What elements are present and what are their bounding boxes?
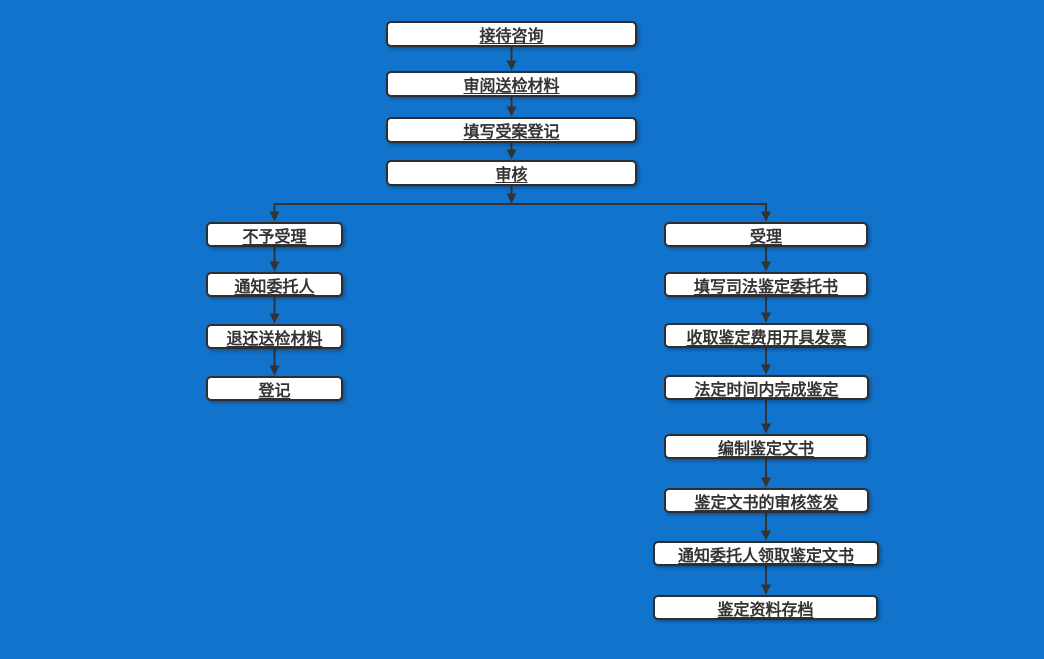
node-accept: 受理	[664, 222, 868, 247]
node-reception-consult: 接待咨询	[386, 21, 637, 47]
node-review-materials: 审阅送检材料	[386, 71, 637, 97]
node-collect-fee-invoice: 收取鉴定费用开具发票	[664, 323, 869, 348]
node-not-accepted: 不予受理	[206, 222, 343, 247]
node-register: 登记	[206, 376, 343, 401]
node-notify-client-collect-document: 通知委托人领取鉴定文书	[653, 541, 879, 566]
node-fill-commission-letter: 填写司法鉴定委托书	[664, 272, 868, 297]
node-case-registration: 填写受案登记	[386, 117, 637, 143]
node-examine: 审核	[386, 160, 637, 186]
node-complete-within-legal-time: 法定时间内完成鉴定	[664, 375, 869, 400]
node-prepare-appraisal-document: 编制鉴定文书	[664, 434, 868, 459]
node-review-sign-document: 鉴定文书的审核签发	[664, 488, 869, 513]
node-return-materials: 退还送检材料	[206, 324, 343, 349]
node-archive-materials: 鉴定资料存档	[653, 595, 878, 620]
node-notify-client: 通知委托人	[206, 272, 343, 297]
